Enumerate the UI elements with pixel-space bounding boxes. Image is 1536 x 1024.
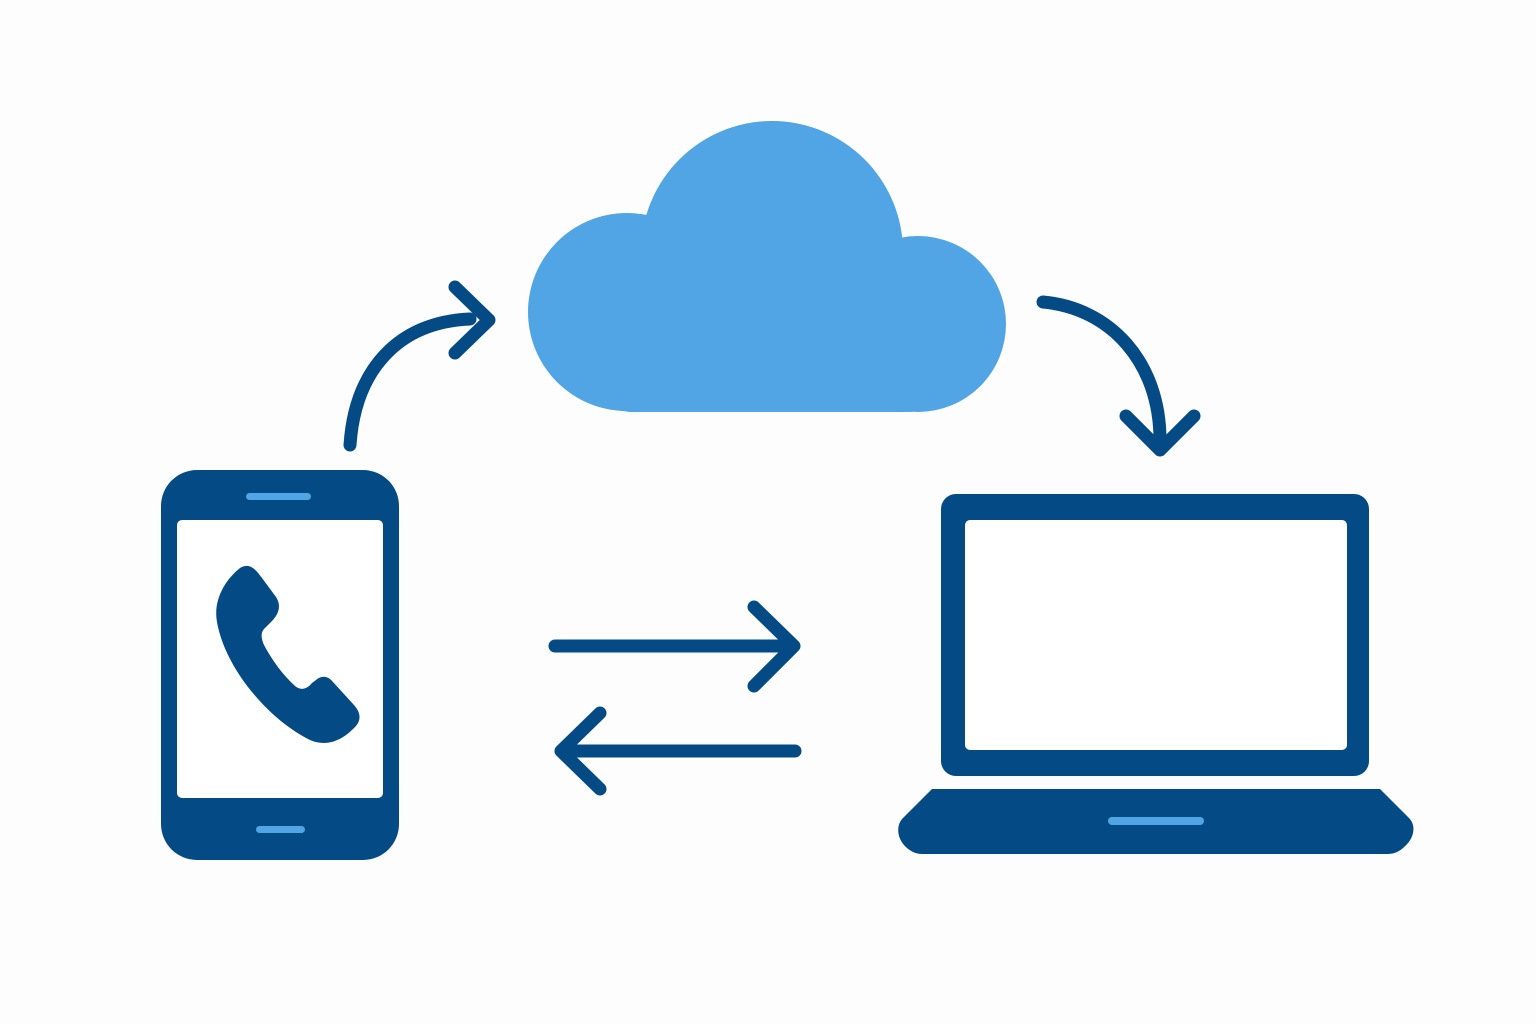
laptop-icon [898, 494, 1414, 854]
smartphone-icon [161, 470, 399, 860]
phone-speaker [246, 493, 311, 500]
cloud-icon [528, 121, 1006, 412]
arrow-laptop-to-phone [554, 706, 802, 796]
laptop-touchpad [1108, 817, 1204, 825]
arrow-phone-to-laptop [548, 600, 801, 693]
phone-call-icon [216, 565, 360, 743]
arrow-cloud-to-laptop [1036, 295, 1201, 457]
arrow-phone-to-cloud [343, 280, 496, 452]
phone-home-bar [256, 826, 305, 833]
